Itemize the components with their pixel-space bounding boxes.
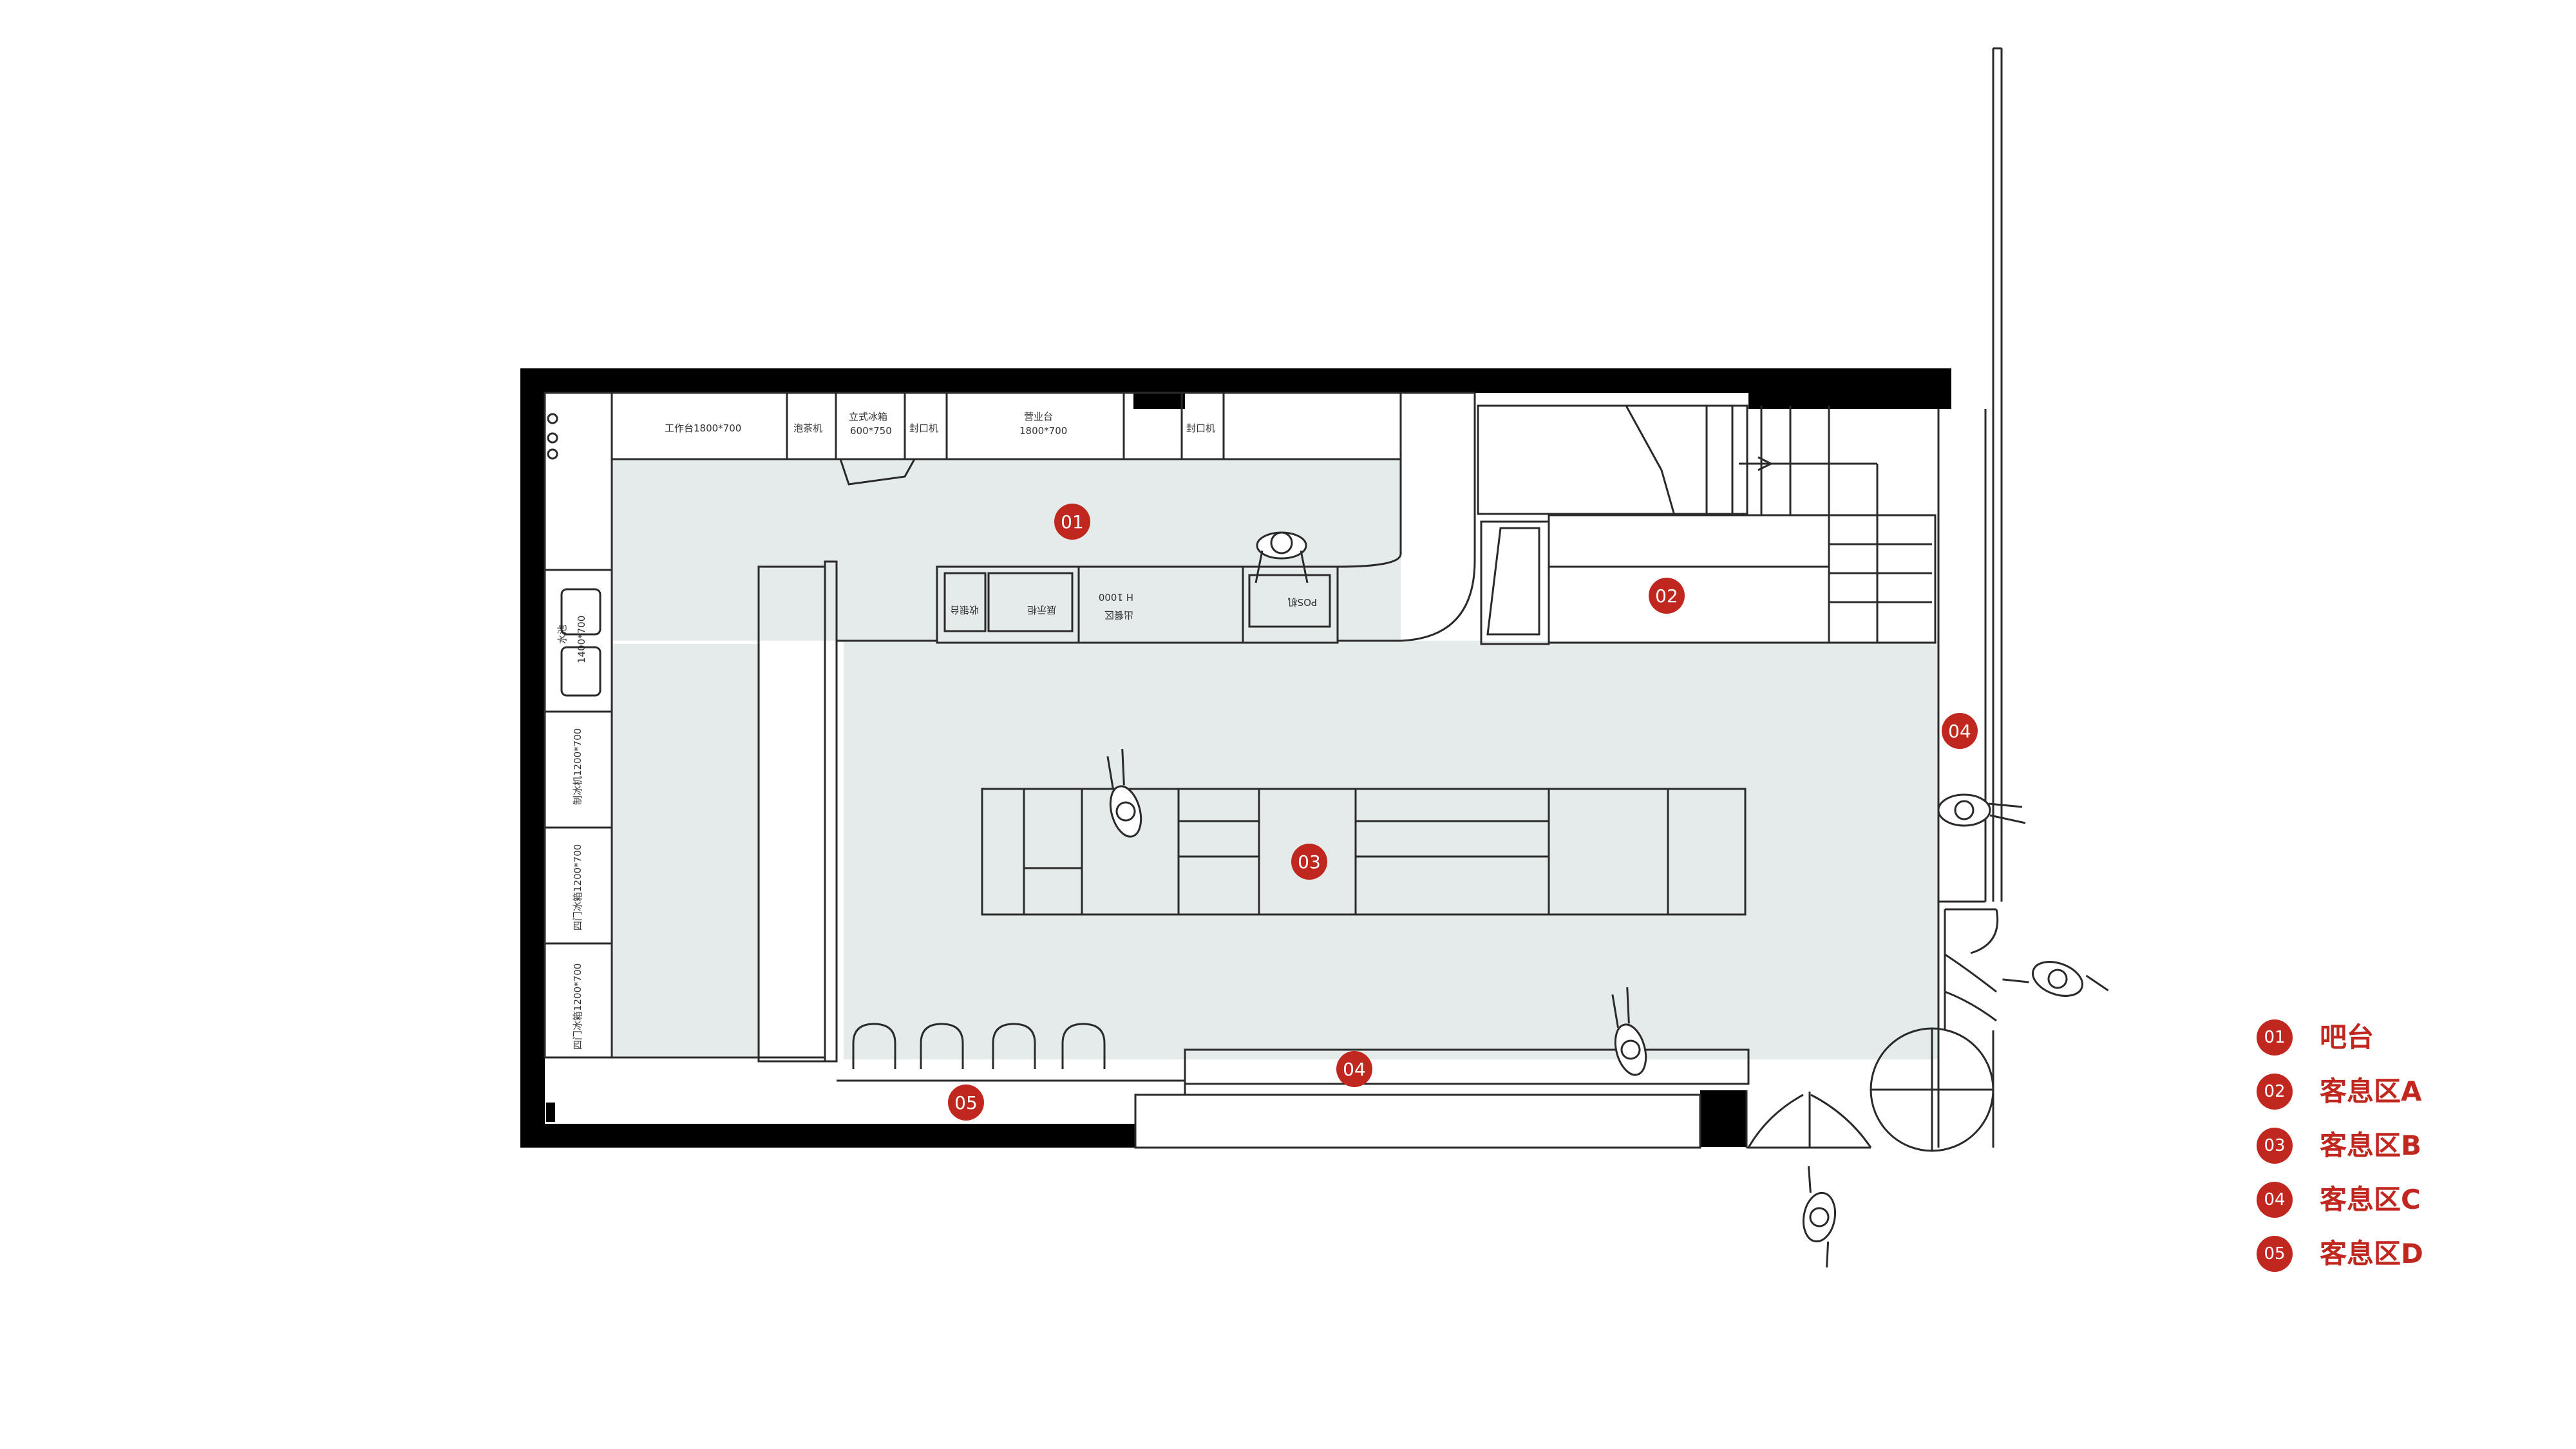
legend-label: 客息区D [2320, 1238, 2423, 1269]
legend-label: 客息区C [2320, 1184, 2421, 1215]
label-fridge-4door-1: 四门冰箱1200*700 [572, 844, 583, 931]
label-sealer-2: 封口机 [1186, 422, 1215, 434]
label-tea-machine: 泡茶机 [793, 422, 822, 434]
legend-item-03: 03 客息区B [2241, 1122, 2550, 1177]
zone-marker-05: 05 [948, 1084, 984, 1121]
label-counter-size: 1800*700 [1019, 425, 1067, 437]
label-sealer-1: 封口机 [909, 422, 938, 434]
svg-text:04: 04 [1948, 721, 1971, 742]
plan-linework [544, 47, 2003, 1152]
svg-text:01: 01 [1061, 511, 1084, 533]
legend-item-05: 05 客息区D [2241, 1231, 2550, 1285]
zone-marker-03: 03 [1291, 844, 1327, 880]
legend-marker: 01 [2257, 1019, 2293, 1056]
person-icon [1106, 748, 1142, 838]
person-icon [1611, 987, 1647, 1076]
label-bar-c: 出餐区 [1104, 609, 1133, 621]
legend: 01 吧台 02 客息区A 03 客息区B 04 客息区C 05 客息区D [2241, 1014, 2550, 1285]
legend-label: 客息区A [2320, 1075, 2422, 1107]
svg-text:05: 05 [954, 1092, 978, 1113]
label-bar-height: H 1000 [1099, 591, 1133, 603]
person-icon [1255, 531, 1309, 583]
legend-label: 客息区B [2320, 1130, 2422, 1161]
floor-areas [612, 460, 1938, 1059]
exterior-walls [520, 368, 1951, 1148]
zone-marker-04-bottom: 04 [1336, 1051, 1372, 1087]
person-icon [2002, 961, 2109, 997]
label-sink-size: 1400*700 [576, 616, 587, 663]
label-counter-name: 营业台 [1024, 411, 1053, 422]
label-ice-maker: 制冰机1200*700 [572, 728, 583, 805]
label-bar-b: 展示柜 [1027, 604, 1056, 616]
legend-marker: 02 [2257, 1074, 2293, 1110]
label-fridge-name: 立式冰箱 [849, 411, 887, 422]
person-icon [1802, 1166, 1837, 1268]
label-bar-a: 收银台 [950, 604, 979, 616]
zone-marker-04-right: 04 [1942, 713, 1978, 749]
legend-item-01: 01 吧台 [2241, 1014, 2550, 1068]
zone-marker-02: 02 [1649, 578, 1685, 614]
fixture-labels: 工作台1800*700 泡茶机 立式冰箱 600*750 封口机 营业台 180… [556, 411, 1317, 1050]
svg-text:04: 04 [1343, 1059, 1366, 1080]
legend-item-04: 04 客息区C [2241, 1177, 2550, 1231]
label-sink: 水池 [556, 625, 568, 644]
legend-item-02: 02 客息区A [2241, 1068, 2550, 1122]
svg-text:03: 03 [1298, 851, 1321, 873]
label-fridge-4door-2: 四门冰箱1200*700 [572, 963, 583, 1050]
label-fridge-size: 600*750 [850, 425, 892, 437]
legend-marker: 03 [2257, 1128, 2293, 1164]
label-pos: POS机 [1288, 596, 1317, 608]
legend-marker: 05 [2257, 1236, 2293, 1272]
legend-label: 吧台 [2320, 1021, 2374, 1053]
zone-marker-01: 01 [1054, 504, 1090, 540]
legend-marker: 04 [2257, 1182, 2293, 1218]
person-icon [1937, 793, 2026, 827]
svg-text:02: 02 [1655, 585, 1678, 607]
label-workbench: 工作台1800*700 [665, 422, 741, 434]
